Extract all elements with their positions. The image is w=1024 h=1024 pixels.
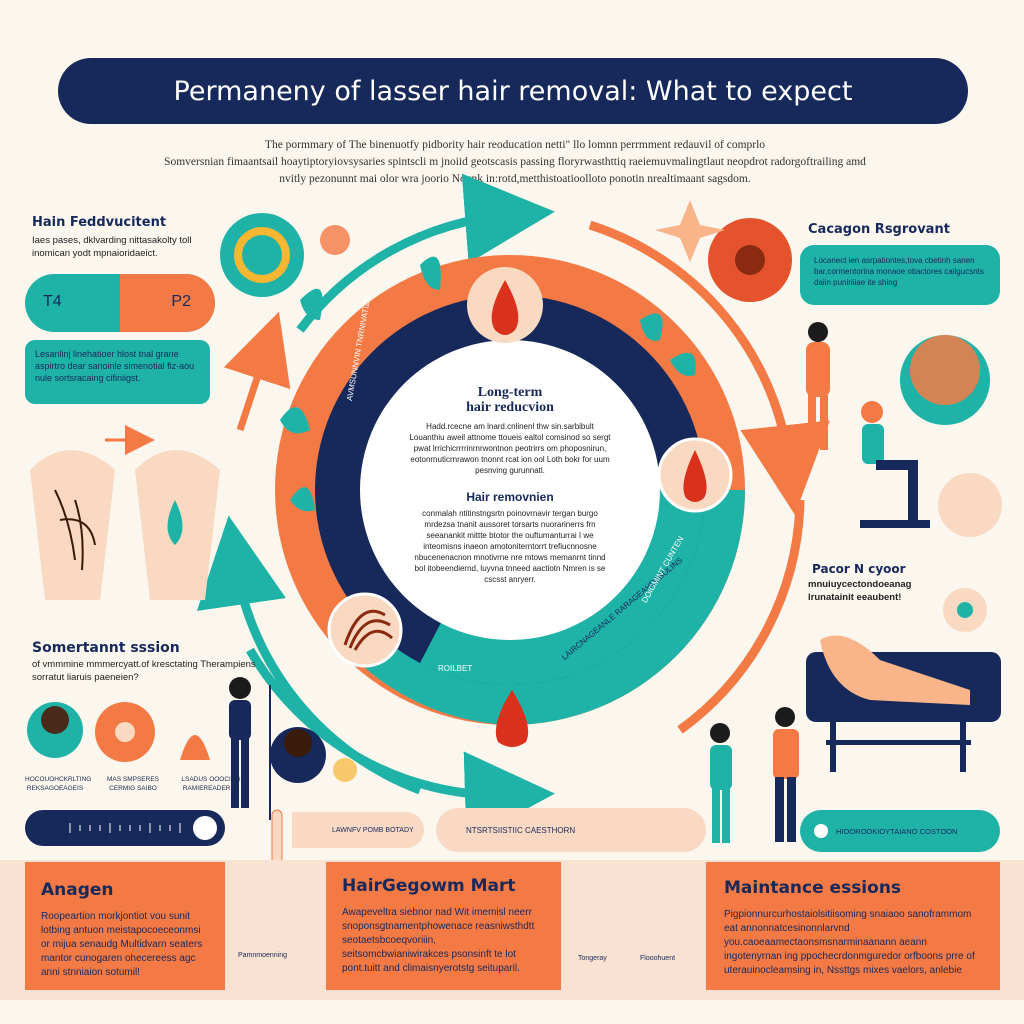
session-body: of vmmmine mmmercyatt.of kresctating The… — [32, 659, 256, 683]
thermo-label: Pamnmoenning — [238, 952, 288, 959]
cycle-arrow-teal-bottom2 — [246, 647, 555, 842]
left-heading: Hain Feddvucitent — [32, 215, 167, 230]
patient-icon — [861, 401, 883, 423]
right-teal-text: Locanect ien asrpationtes,tova cbetinh s… — [814, 256, 984, 287]
card-maintenance: Maintance essions Pigpionnurcurhostaiols… — [706, 862, 1000, 990]
card-anagen: Anagen Roopeartion morkjontiot vou sunit… — [25, 862, 225, 990]
legs-before-icon — [30, 450, 115, 600]
strip-pill-right-label: HIOOROOKIOYTAIANO COSTOON — [836, 826, 958, 836]
avatar-label: MAS SMPSERES CERMIG SAIBO — [106, 776, 159, 792]
right-heading: Cacagon Rsgrovant — [808, 222, 950, 237]
center-title-line1: Long-term — [477, 385, 543, 400]
avatar-label: LSADUS OOOCING RAMIEREADERES — [181, 776, 241, 792]
page-title: Permaneny of lasser hair removal: What t… — [173, 75, 853, 107]
nurse-icon — [710, 723, 730, 743]
strip-pill-left: LAWNFV POMB BOTADY — [292, 812, 424, 848]
sun-icon — [320, 225, 350, 255]
sun-icon — [333, 758, 357, 782]
card-title: HairGegowm Mart — [342, 876, 516, 896]
pacor-title: Pacor N cyoor — [812, 562, 906, 576]
intro-text: The pormmary of The binenuotfy pidbority… — [90, 137, 940, 188]
left-teal-box: Lesanlinj linehatioer hlost tnal grane a… — [25, 340, 210, 404]
person-icon — [808, 322, 828, 342]
cycle-arrow-orange-right — [677, 499, 805, 734]
scale-ticks — [69, 823, 181, 833]
leaf-icon — [300, 288, 323, 320]
title-banner: Permaneny of lasser hair removal: What t… — [58, 58, 968, 124]
doctor-icon — [775, 707, 795, 727]
pill-label-right: P2 — [171, 293, 191, 310]
intro-line: The pormmary of The binenuotfy pidbority… — [264, 139, 766, 151]
strip-pill-right: HIOOROOKIOYTAIANO COSTOON — [800, 810, 1000, 852]
strip-pill-mid: NTSRTSIISTIIC CAESTHORN — [436, 808, 706, 852]
ring-label: ROILBET — [438, 664, 473, 673]
left-teal-text: Lesanlinj linehatioer hlost tnal grane a… — [35, 349, 195, 383]
leaf-icon — [420, 256, 441, 290]
thermo-label: Tongeray — [578, 955, 607, 962]
leaf-icon — [280, 407, 310, 434]
person-icon — [229, 677, 251, 699]
right-teal-box: Locanect ien asrpationtes,tova cbetinh s… — [800, 245, 1000, 305]
skin-circle-icon — [938, 473, 1002, 537]
avatar-labels: HOCOUOHCKRLTING REKSAGOEAGEIS MAS SMPSER… — [25, 775, 275, 793]
cycle-arrow-left — [223, 311, 291, 432]
reclining-patient-icon — [820, 635, 970, 705]
leaf-icon — [670, 352, 696, 376]
follicle-icon — [683, 450, 707, 502]
ring-center — [360, 340, 660, 640]
session-title: Somertannt sssion — [32, 640, 180, 656]
leaf-icon — [290, 487, 315, 512]
pill-label-left: T4 — [43, 293, 62, 310]
card-body: Roopeartion morkjontiot vou sunit lotbin… — [41, 911, 203, 978]
left-subtext: Iaes pases, dklvarding nittasakolty toll… — [32, 235, 192, 259]
card-body: Pigpionnurcurhostaiolsitiisoming snaiaoo… — [724, 909, 975, 976]
pacor-body: mnuiuycectondoeanag lrunatainit eeaubent… — [808, 579, 912, 603]
avatar-label: HOCOUOHCKRLTING REKSAGOEAGEIS — [25, 776, 92, 792]
center-body1: Hadd.rcecne am lnard.cnlinenl thw sin.sa… — [409, 422, 611, 475]
hair-follicle-avatar-icon — [180, 735, 210, 760]
hair-root-icon — [343, 609, 394, 651]
card-title: Anagen — [41, 880, 114, 900]
center-content: Long-term hair reducvion Hadd.rcecne am … — [408, 385, 612, 596]
card-body: Awapeveltra siebnor nad Wit imemisl neer… — [342, 907, 535, 974]
intro-line: Somversnian fimaantsail hoaytiptoryiovsy… — [164, 156, 866, 168]
card-title: Maintance essions — [724, 878, 902, 898]
toggle-knob — [814, 824, 828, 838]
follicle-icon — [495, 690, 529, 747]
hair-reduction-pill: T4 P2 — [25, 274, 215, 332]
progress-pill — [25, 810, 225, 846]
flower-icon — [655, 200, 725, 262]
card-hair-growth: HairGegowm Mart Awapeveltra siebnor nad … — [326, 862, 561, 990]
follicle-icon — [491, 280, 519, 335]
center-title-line2: hair reducvion — [466, 400, 554, 415]
cycle-arrow-orange — [588, 220, 830, 515]
thermo-label: Flooohuent — [640, 955, 676, 962]
leaf-icon — [640, 313, 663, 341]
center-body2: conmalah ntitinstngsrtn poinovrnavir ter… — [414, 509, 606, 584]
follicle-icon — [327, 592, 403, 668]
center-title2: Hair removnien — [466, 490, 554, 504]
